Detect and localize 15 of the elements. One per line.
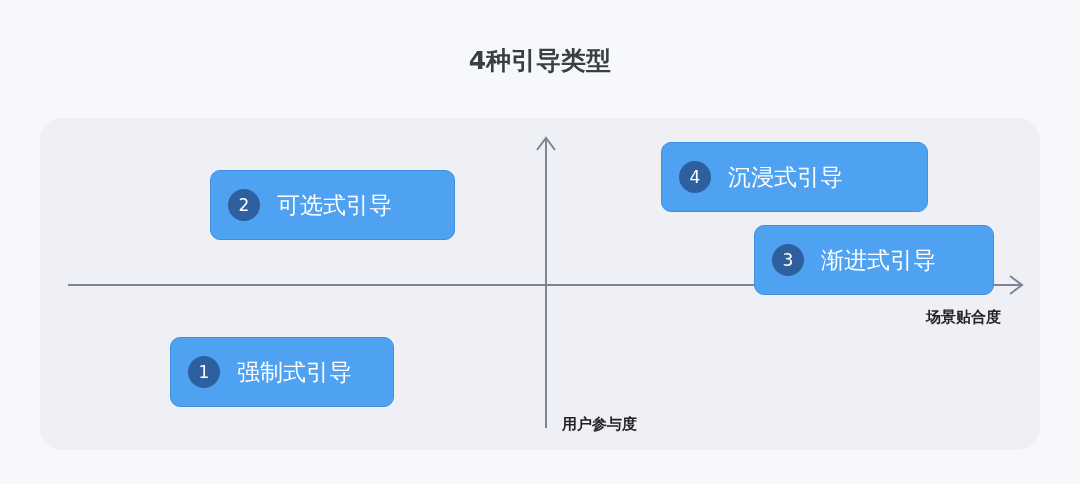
box-label: 强制式引导 (237, 357, 352, 387)
axis-label: 场景贴合度 (926, 308, 1001, 327)
number-badge: 3 (772, 244, 804, 276)
guide-type-box (754, 225, 994, 295)
box-label: 可选式引导 (277, 190, 392, 220)
box-label: 沉浸式引导 (728, 162, 843, 192)
number-badge: 2 (228, 189, 260, 221)
guide-type-box (170, 337, 394, 407)
guide-type-box (661, 142, 928, 212)
box-label: 渐进式引导 (821, 245, 936, 275)
diagram-title: 4种引导类型 (467, 45, 613, 77)
number-badge: 4 (679, 161, 711, 193)
number-badge: 1 (188, 356, 220, 388)
guide-type-box (210, 170, 455, 240)
axis-label: 用户参与度 (562, 415, 637, 434)
